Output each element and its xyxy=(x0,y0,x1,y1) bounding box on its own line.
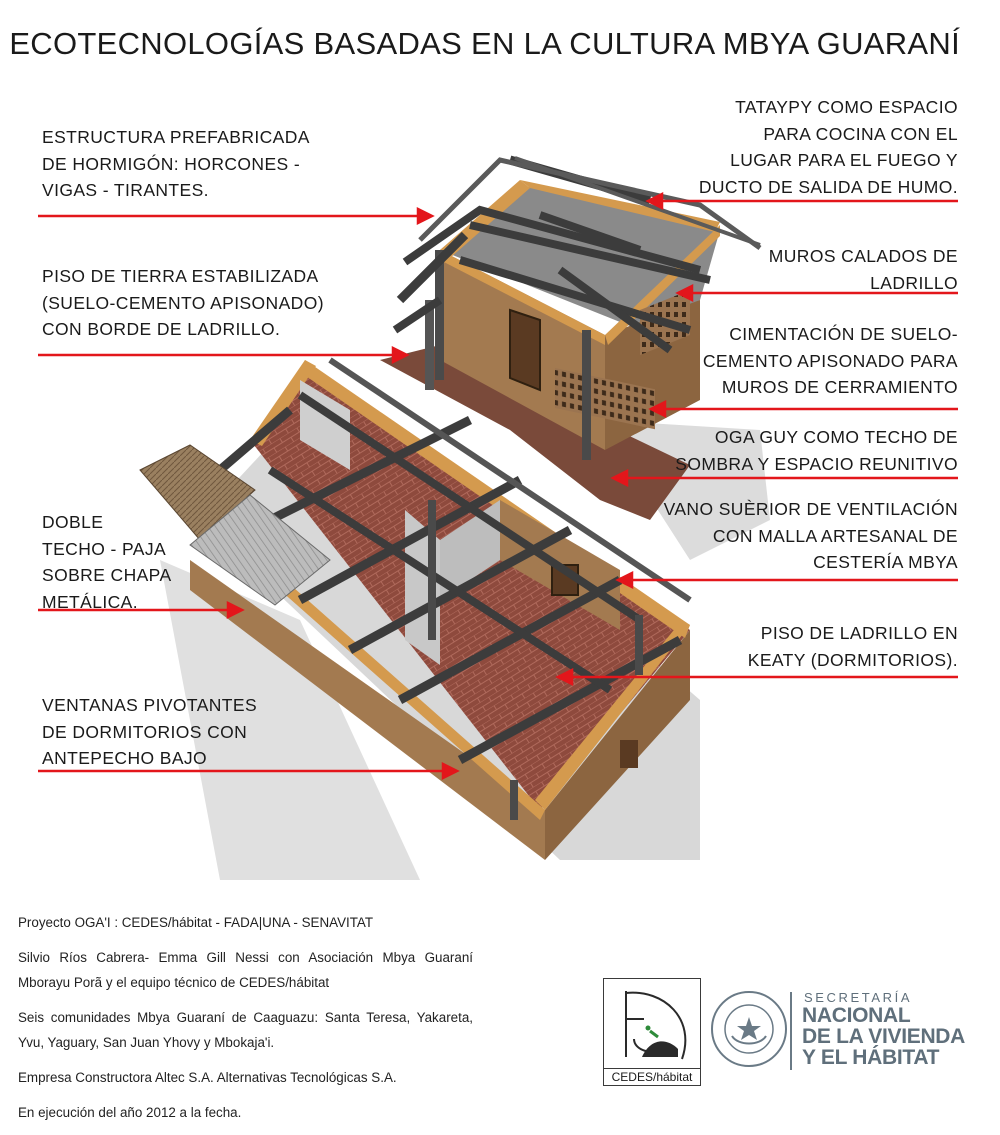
callout-muros xyxy=(675,283,958,303)
label-cimentacion: CIMENTACIÓN DE SUELO- CEMENTO APISONADO … xyxy=(702,324,958,397)
secretaria-label: SECRETARÍA xyxy=(804,990,913,1005)
callout-piso-ladrillo xyxy=(555,667,958,687)
callout-tataypy xyxy=(645,191,958,211)
credit-company: Empresa Constructora Altec S.A. Alternat… xyxy=(18,1070,397,1085)
tataypy-building xyxy=(392,155,762,460)
secretaria-name: NACIONAL DE LA VIVIENDA Y EL HÁBITAT xyxy=(802,1005,965,1068)
paraguay-seal-icon xyxy=(711,991,787,1067)
secretaria-line1: NACIONAL xyxy=(802,1004,911,1027)
callout-estructura xyxy=(38,206,435,226)
label-vano: VANO SUÈRIOR DE VENTILACIÓN CON MALLA AR… xyxy=(663,499,958,572)
bedrooms-building xyxy=(139,357,692,860)
label-piso-tierra: PISO DE TIERRA ESTABILIZADA (SUELO-CEMEN… xyxy=(42,266,324,339)
credit-communities: Seis comunidades Mbya Guaraní de Caaguaz… xyxy=(18,1010,473,1050)
label-muros: MUROS CALADOS DE LADRILLO xyxy=(768,246,958,293)
logo-divider xyxy=(790,992,792,1070)
house-illustration xyxy=(139,155,770,880)
callout-oga-guy xyxy=(610,468,958,488)
callout-cimentacion xyxy=(648,399,958,419)
callout-piso-tierra xyxy=(38,345,410,365)
label-estructura: ESTRUCTURA PREFABRICADA DE HORMIGÓN: HOR… xyxy=(42,127,310,200)
shade-floor xyxy=(380,345,690,520)
label-doble-techo: DOBLE TECHO - PAJA SOBRE CHAPA METÁLICA. xyxy=(42,512,172,612)
secretaria-line2: DE LA VIVIENDA xyxy=(802,1025,966,1048)
callout-lines xyxy=(38,191,958,781)
label-ventanas: VENTANAS PIVOTANTES DE DORMITORIOS CON A… xyxy=(42,695,258,768)
credits-block: Proyecto OGA'I : CEDES/hábitat - FADA|UN… xyxy=(18,910,473,1135)
ground-shadow-2 xyxy=(160,560,420,880)
label-piso-ladrillo: PISO DE LADRILLO EN KEATY (DORMITORIOS). xyxy=(747,623,958,670)
label-oga-guy: OGA GUY COMO TECHO DE SOMBRA Y ESPACIO R… xyxy=(675,427,958,474)
cedes-logo: CEDES/hábitat xyxy=(603,978,701,1086)
callout-vano xyxy=(615,570,958,590)
page-title: ECOTECNOLOGÍAS BASADAS EN LA CULTURA MBY… xyxy=(9,26,960,61)
callout-doble-techo xyxy=(38,600,245,620)
cedes-label: CEDES/hábitat xyxy=(604,1068,700,1085)
secretaria-line3: Y EL HÁBITAT xyxy=(802,1046,940,1069)
label-tataypy: TATAYPY COMO ESPACIO PARA COCINA CON EL … xyxy=(698,97,958,197)
credit-project: Proyecto OGA'I : CEDES/hábitat - FADA|UN… xyxy=(18,915,374,930)
credit-dates: En ejecución del año 2012 a la fecha. xyxy=(18,1105,242,1120)
callout-ventanas xyxy=(38,761,460,781)
cedes-mark-icon xyxy=(625,991,687,1060)
credit-authors: Silvio Ríos Cabrera- Emma Gill Nessi con… xyxy=(18,950,473,990)
